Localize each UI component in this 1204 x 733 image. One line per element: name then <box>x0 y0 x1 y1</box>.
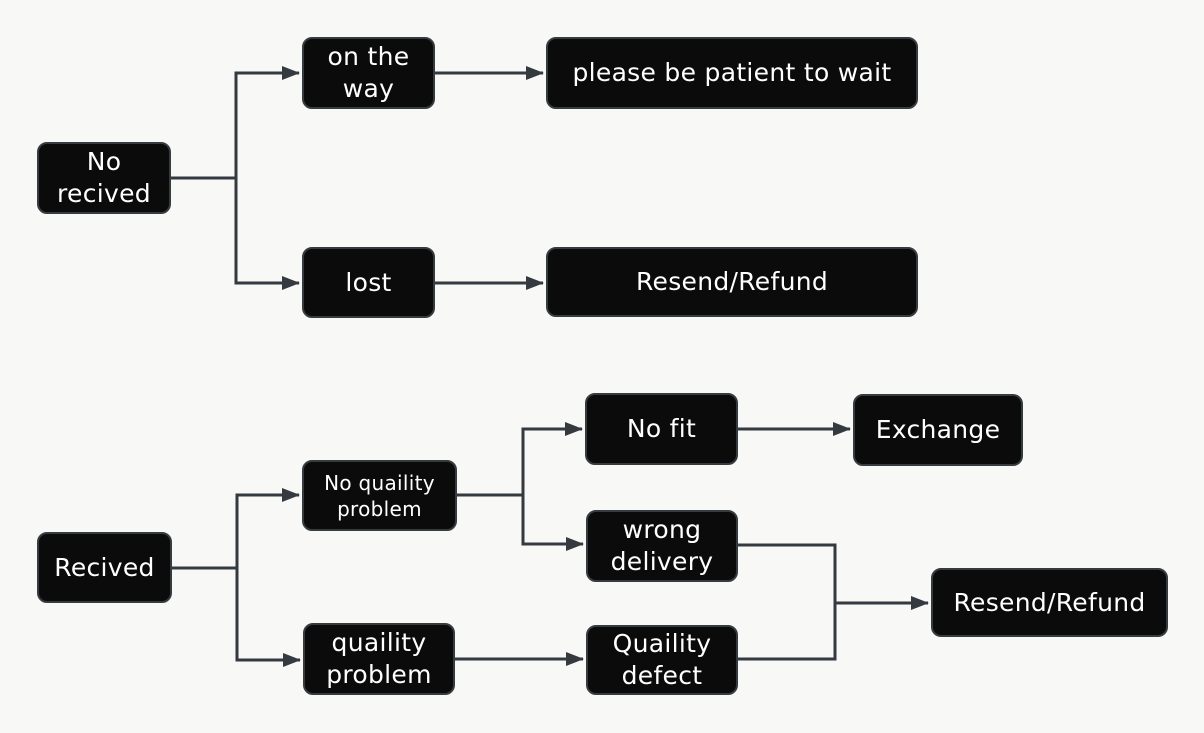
node-wrong-delivery: wrong delivery <box>586 510 738 582</box>
node-no-recived: No recived <box>37 142 171 214</box>
node-quaility-defect: Quaility defect <box>586 625 738 695</box>
node-label: Exchange <box>875 415 1001 444</box>
edge-wrong-delivery-to-merge <box>738 543 837 603</box>
node-label: Resend/Refund <box>953 587 1146 617</box>
node-exchange: Exchange <box>853 394 1023 466</box>
node-label: No fit <box>626 414 697 443</box>
edge-quaility-defect-to-merge <box>738 603 837 661</box>
node-label: wrong delivery <box>610 515 714 576</box>
node-label: No recived <box>57 147 151 208</box>
edge-recived-to-quaility-problem <box>235 568 301 667</box>
edge-no-recived-to-on-the-way <box>171 66 300 180</box>
node-on-the-way: on the way <box>302 37 435 109</box>
node-label: No quaility problem <box>324 470 435 521</box>
edge-no-recived-to-lost <box>234 178 300 290</box>
edge-no-quaility-problem-to-no-fit <box>457 422 583 497</box>
node-lost: lost <box>302 247 435 318</box>
node-label: please be patient to wait <box>572 58 892 87</box>
node-label: Resend/Refund <box>635 267 829 296</box>
node-resend-refund-bottom: Resend/Refund <box>931 568 1168 637</box>
edge-no-quaility-problem-to-wrong-delivery <box>521 495 584 551</box>
node-label: on the way <box>327 42 410 103</box>
node-recived: Recived <box>37 532 172 603</box>
node-no-quaility-problem: No quaility problem <box>302 460 457 531</box>
edge-recived-to-no-quaility-problem <box>172 488 300 570</box>
node-label: quaility problem <box>326 628 432 689</box>
node-please-wait: please be patient to wait <box>546 37 918 109</box>
node-label: Recived <box>54 552 155 582</box>
node-label: Quaility defect <box>612 629 712 690</box>
node-label: lost <box>345 267 392 297</box>
node-no-fit: No fit <box>585 393 738 465</box>
node-quaility-problem: quaility problem <box>303 623 455 695</box>
node-resend-refund-top: Resend/Refund <box>546 247 918 317</box>
